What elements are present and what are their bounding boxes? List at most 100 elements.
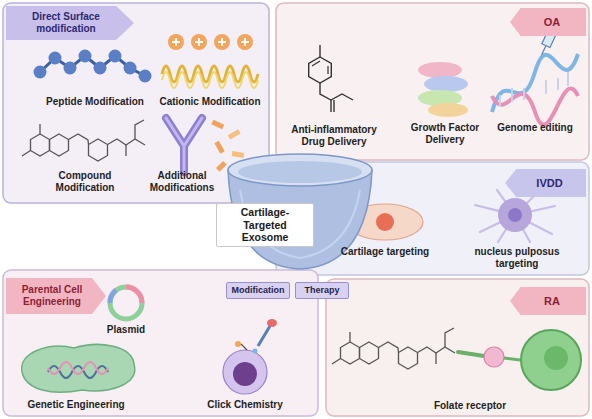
- antibody-icon-part: [166, 118, 202, 172]
- growth-factor-icon-part: [418, 62, 462, 78]
- cell-icon-part: [22, 345, 135, 393]
- peptide-chain-part: [64, 62, 77, 75]
- panels-part: [3, 270, 318, 416]
- growth-factor-icon-part: [428, 103, 468, 117]
- panel-heading: Parental Cell Engineering: [12, 284, 92, 308]
- caption-label: nucleus pulposus targeting: [462, 246, 572, 270]
- box-label: Cartilage-Targeted Exosome: [221, 206, 309, 243]
- folate-receptor-icon-part: [484, 347, 504, 367]
- dna-syringe-part: [500, 72, 568, 107]
- plasmid-icon-part: [110, 290, 116, 303]
- panel-heading: Direct Surface modification: [12, 11, 120, 35]
- cartilage-cell-part: [376, 213, 394, 231]
- panel-tab: Parental Cell Engineering: [6, 278, 106, 314]
- nucleus-pulposus-cell: [475, 190, 555, 242]
- paracetamol-structure-part: [333, 100, 334, 112]
- click-chemistry-icon-part: [223, 350, 267, 394]
- antibody-icon-part: [214, 141, 224, 154]
- box-label: Therapy: [304, 285, 339, 296]
- nucleus-pulposus-cell-part: [475, 190, 555, 242]
- panels-part: [326, 279, 589, 416]
- paracetamol-structure-part: [327, 66, 328, 74]
- panel: IVDD: [276, 162, 589, 275]
- paracetamol-structure-part: [320, 83, 353, 100]
- caption-label: Plasmid: [96, 324, 156, 336]
- panel: RA: [326, 279, 589, 416]
- folate-receptor-icon-part: [504, 358, 520, 360]
- click-chemistry-icon-part: [253, 349, 258, 354]
- click-chemistry-icon-part: [267, 319, 277, 327]
- paracetamol-structure-part: [312, 61, 320, 66]
- antibody-icon-part: [216, 161, 227, 172]
- folate-receptor-icon-part: [521, 330, 581, 390]
- peptide-chain-part: [139, 70, 152, 83]
- paracetamol-structure: [309, 45, 353, 112]
- peptide-chain-part: [49, 52, 62, 65]
- peptide-chain-part: [79, 50, 92, 63]
- caption-label: Additional Modifications: [138, 170, 226, 194]
- peptide-chain-part: [34, 66, 47, 79]
- panel-heading: RA: [544, 295, 560, 308]
- paracetamol-structure-part: [309, 57, 332, 83]
- click-chemistry-icon-part: [235, 341, 241, 347]
- paracetamol-structure-part: [330, 100, 331, 112]
- cationic-helix-part: [162, 72, 258, 88]
- plasmid-icon: [110, 287, 142, 319]
- panel-tab: Direct Surface modification: [6, 6, 134, 40]
- paracetamol-structure-part: [319, 45, 320, 57]
- peptide-chain-part: [94, 62, 107, 75]
- click-chemistry-icon-part: [241, 344, 247, 350]
- cell-icon: [22, 345, 135, 393]
- click-chemistry-icon-part: [233, 362, 257, 386]
- folate-structure-ra: [332, 328, 455, 369]
- peptide-chain: [34, 50, 152, 83]
- plasmid-icon-part: [110, 287, 142, 319]
- plasmid-icon-part: [126, 287, 142, 303]
- nucleus-pulposus-cell-part: [498, 198, 532, 232]
- caption-label: Genome editing: [495, 122, 575, 134]
- peptide-chain-part: [109, 50, 122, 63]
- caption-label: Compound Modification: [42, 170, 128, 194]
- folate-receptor-icon: [458, 330, 581, 390]
- panels-part: [276, 3, 589, 160]
- growth-factor-icon: [418, 62, 468, 117]
- cationic-helix: [162, 34, 258, 88]
- panel-heading: IVDD: [536, 177, 562, 190]
- caption-label: Peptide Modification: [38, 96, 152, 108]
- exosome-bowl-part: [238, 161, 362, 183]
- caption-label: Growth Factor Delivery: [405, 122, 485, 146]
- caption-label: Cationic Modification: [152, 96, 268, 108]
- panels: [3, 3, 589, 416]
- antibody-icon-part: [166, 118, 202, 172]
- section-box: Modification: [226, 282, 290, 299]
- cationic-helix-part: [172, 38, 249, 46]
- tab-shape-fill: [505, 169, 586, 197]
- panel-heading: OA: [544, 16, 561, 29]
- panel-tab: RA: [510, 287, 586, 315]
- tab-shape-fill: [510, 287, 586, 315]
- panel-tab: OA: [510, 8, 586, 36]
- tab-shape-fill: [6, 278, 106, 314]
- caption-label: Genetic Engineering: [14, 399, 138, 411]
- peptide-chain-part: [124, 62, 137, 75]
- title-box: Cartilage-Targeted Exosome: [216, 203, 314, 247]
- cell-icon-part: [48, 362, 108, 374]
- section-box: Therapy: [295, 282, 349, 299]
- dna-syringe-part: [492, 89, 578, 125]
- antibody-icon-part: [228, 129, 241, 139]
- caption-label: Anti-inflammatory Drug Delivery: [282, 124, 386, 148]
- caption-label: Folate receptor: [418, 400, 522, 412]
- folate-receptor-icon-part: [458, 352, 484, 356]
- exosome-bowl-part: [228, 154, 372, 186]
- tab-shape-fill: [6, 6, 134, 40]
- caption-label: Cartilage targeting: [340, 246, 430, 258]
- folate-receptor-icon-part: [544, 346, 568, 370]
- box-label: Modification: [232, 285, 285, 296]
- dna-syringe-part: [542, 46, 546, 55]
- growth-factor-icon-part: [424, 76, 468, 92]
- click-chemistry-icon: [223, 319, 277, 394]
- tab-shape-fill: [510, 8, 586, 36]
- panel-tab: IVDD: [505, 169, 586, 197]
- antibody-icon-part: [211, 120, 224, 130]
- antibody-icon-part: [232, 151, 245, 158]
